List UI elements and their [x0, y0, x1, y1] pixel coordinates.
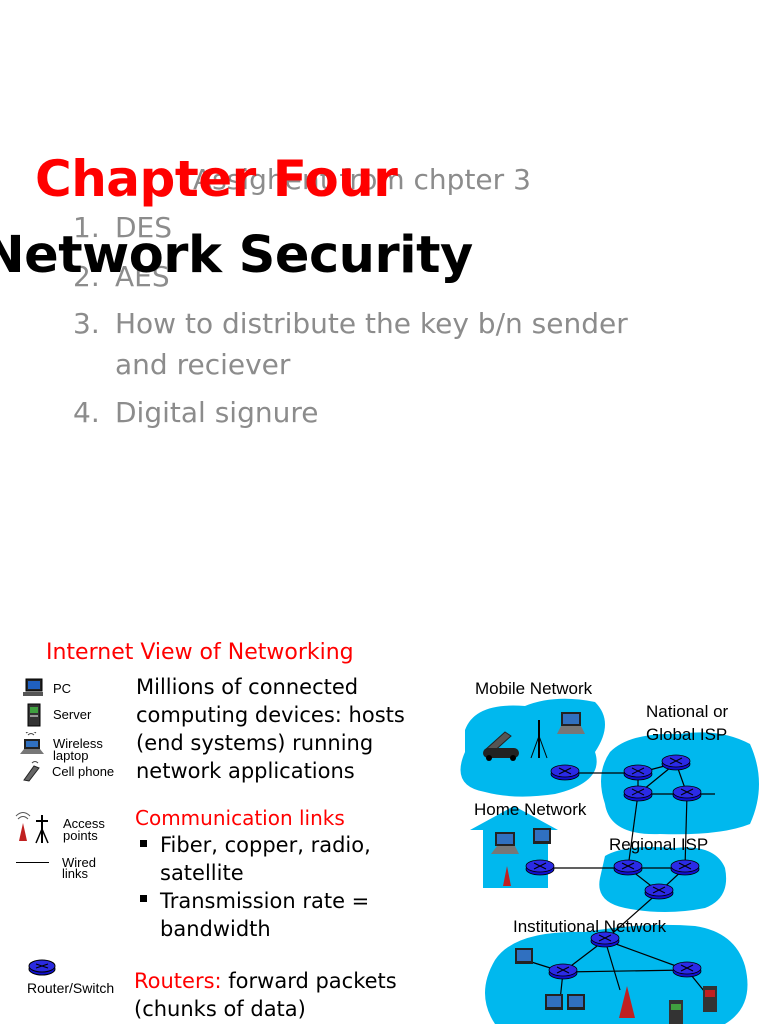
cell-phone-icon [23, 761, 40, 782]
wireless-laptop-label-2: laptop [53, 748, 89, 763]
pc-icon [23, 678, 43, 696]
hosts-text-4: network applications [136, 759, 355, 783]
mobile-network-cloud [460, 698, 605, 797]
institutional-devices [515, 948, 717, 1024]
server-label: Server [53, 707, 92, 722]
bullet-marker [140, 895, 147, 902]
pc-label: PC [53, 681, 72, 696]
access-points-label-2: points [63, 828, 98, 843]
links-bullet-text: Fiber, copper, radio, [160, 833, 371, 857]
wireless-laptop-label-1: Wireless [53, 736, 103, 751]
national-isp-cloud [601, 732, 759, 835]
hosts-text-2: computing devices: hosts [136, 703, 405, 727]
regional-isp-cloud [599, 847, 727, 912]
routers-text-line-1: Routers: forward packets [134, 967, 397, 995]
hosts-text-1: Millions of connected [136, 675, 359, 699]
assignment-item: 3. How to distribute the key b/n sender … [73, 303, 673, 385]
national-isp-label-1: National or [646, 702, 729, 721]
router-label: Router/Switch [27, 980, 115, 996]
access-points-label-1: Access [63, 816, 105, 831]
item-text: DES [115, 211, 173, 244]
item-number: 3. [73, 307, 100, 340]
wired-links-label-1: Wired [62, 855, 96, 870]
regional-isp-label: Regional ISP [609, 835, 709, 854]
item-text: and reciever [115, 348, 291, 381]
hosts-text-3: (end systems) running [136, 731, 374, 755]
internet-view-title: Internet View of Networking [46, 640, 354, 665]
access-point-icon [15, 812, 49, 844]
institutional-network-label: Institutional Network [513, 917, 667, 936]
national-isp-label-2: Global ISP [646, 725, 728, 744]
routers-description: forward packets [221, 969, 397, 993]
wired-link-line [16, 862, 49, 863]
bullet-marker [140, 840, 147, 847]
links-bullet-text: Transmission rate = [160, 889, 370, 913]
home-devices [491, 828, 551, 886]
item-text: AES [115, 260, 170, 293]
item-text: How to distribute the key b/n sender [115, 307, 628, 340]
assignment-item: 4. Digital signure [73, 392, 673, 433]
item-text: Digital signure [115, 396, 319, 429]
cell-phone-label: Cell phone [52, 764, 115, 779]
links-bullet-text: bandwidth [160, 917, 271, 941]
network-security-title: Network Security [0, 226, 473, 285]
mobile-devices [483, 712, 585, 761]
wired-links-label-2: links [62, 866, 89, 881]
routers-text-line-2: (chunks of data) [134, 997, 306, 1021]
assignment-item: 1. DES [73, 207, 673, 248]
links-heading: Communication links [135, 806, 345, 830]
home-network-label: Home Network [474, 800, 587, 819]
mobile-network-label: Mobile Network [475, 679, 593, 698]
server-icon [27, 703, 41, 727]
wireless-laptop-icon [20, 732, 44, 754]
item-number: 4. [73, 396, 100, 429]
assignment-heading: Assighent from chpter 3 [193, 163, 531, 196]
item-number: 2. [73, 260, 100, 293]
chapter-title: Chapter Four [35, 150, 398, 208]
routers-label: Routers: [134, 969, 222, 993]
assignment-item: 2. AES [73, 256, 673, 297]
item-number: 1. [73, 211, 100, 244]
links-bullet-text: satellite [160, 861, 244, 885]
network-diagram [460, 698, 759, 1024]
router-icon [28, 959, 56, 976]
